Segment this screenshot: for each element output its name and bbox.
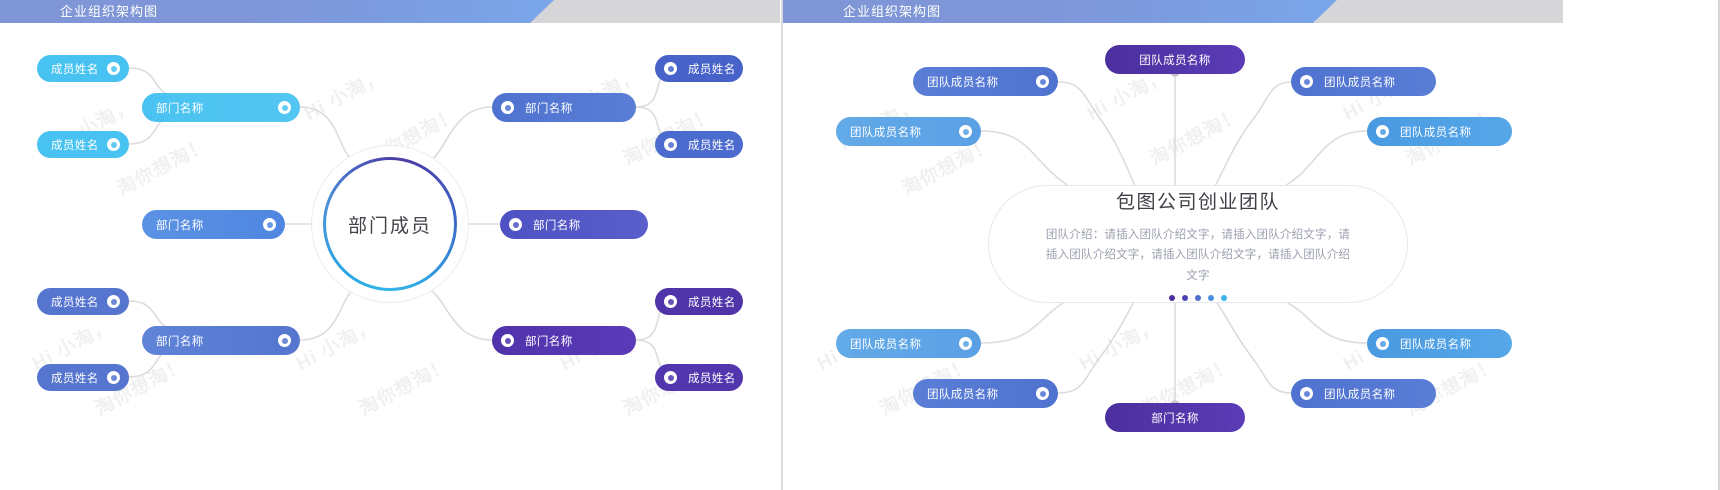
- node-team-member[interactable]: 团队成员名称: [1367, 329, 1512, 358]
- team-card-title: 包图公司创业团队: [1115, 192, 1280, 214]
- slide-right-header: 企业组织架构图: [783, 0, 1563, 23]
- node-member[interactable]: 成员姓名: [655, 364, 743, 391]
- node-status-icon: [1036, 75, 1049, 88]
- center-hub-label: 部门成员: [326, 160, 454, 288]
- team-info-card: 包图公司创业团队 团队介绍：请插入团队介绍文字，请插入团队介绍文字，请插入团队介…: [988, 185, 1408, 303]
- slide-left: 企业组织架构图 Hi 小淘， 淘你想淘！ Hi 小淘， 淘你想淘！ Hi 小淘，…: [0, 0, 780, 490]
- node-label: 部门名称: [525, 102, 573, 115]
- node-status-icon: [1376, 337, 1389, 350]
- carousel-dot[interactable]: [1169, 294, 1175, 301]
- node-status-icon: [664, 295, 677, 308]
- right-edge-strip: [1718, 0, 1720, 490]
- carousel-dot[interactable]: [1221, 294, 1227, 301]
- node-member[interactable]: 成员姓名: [37, 131, 129, 158]
- node-label: 团队成员名称: [850, 338, 922, 351]
- node-status-icon: [501, 101, 514, 114]
- node-label: 成员姓名: [51, 63, 99, 76]
- carousel-dot[interactable]: [1208, 294, 1214, 301]
- carousel-dot[interactable]: [1182, 294, 1188, 301]
- node-status-icon: [959, 125, 972, 138]
- carousel-dots[interactable]: [1169, 294, 1227, 301]
- header-gradient-band: [783, 0, 1337, 23]
- node-status-icon: [501, 334, 514, 347]
- node-status-icon: [278, 101, 291, 114]
- node-label: 部门名称: [156, 102, 204, 115]
- node-label: 团队成员名称: [927, 388, 999, 401]
- node-department[interactable]: 部门名称: [492, 93, 636, 122]
- node-label: 成员姓名: [51, 372, 99, 385]
- page-title-right: 企业组织架构图: [843, 4, 942, 19]
- node-status-icon: [107, 62, 120, 75]
- slide-right: 企业组织架构图 Hi 小淘， 淘你想淘！ Hi 小淘， 淘你想淘！ Hi 小淘，…: [783, 0, 1563, 490]
- node-status-icon: [263, 218, 276, 231]
- node-label: 部门名称: [525, 335, 573, 348]
- node-team-member[interactable]: 团队成员名称: [913, 67, 1058, 96]
- node-status-icon: [1036, 387, 1049, 400]
- node-label: 部门名称: [156, 219, 204, 232]
- node-team-member[interactable]: 团队成员名称: [836, 329, 981, 358]
- center-hub-left: 部门成员: [323, 157, 457, 291]
- node-label: 团队成员名称: [1400, 338, 1472, 351]
- node-status-icon: [959, 337, 972, 350]
- node-member[interactable]: 成员姓名: [655, 55, 743, 82]
- node-department[interactable]: 部门名称: [142, 210, 285, 239]
- node-status-icon: [664, 138, 677, 151]
- node-team-member-top[interactable]: 团队成员名称: [1105, 45, 1245, 74]
- node-member[interactable]: 成员姓名: [37, 288, 129, 315]
- slide-left-header: 企业组织架构图: [0, 0, 780, 23]
- node-label: 成员姓名: [688, 296, 736, 309]
- node-label: 成员姓名: [51, 296, 99, 309]
- node-label: 团队成员名称: [1400, 126, 1472, 139]
- node-member[interactable]: 成员姓名: [655, 131, 743, 158]
- node-label: 团队成员名称: [1324, 76, 1396, 89]
- node-team-member[interactable]: 团队成员名称: [1291, 379, 1436, 408]
- node-status-icon: [1376, 125, 1389, 138]
- node-label: 团队成员名称: [927, 76, 999, 89]
- node-team-member[interactable]: 团队成员名称: [1367, 117, 1512, 146]
- node-department[interactable]: 部门名称: [142, 326, 300, 355]
- node-status-icon: [1300, 387, 1313, 400]
- node-team-member[interactable]: 团队成员名称: [913, 379, 1058, 408]
- node-status-icon: [107, 138, 120, 151]
- node-status-icon: [1300, 75, 1313, 88]
- page-title-left: 企业组织架构图: [60, 4, 159, 19]
- slide-divider: [781, 0, 783, 490]
- node-department[interactable]: 部门名称: [142, 93, 300, 122]
- node-label: 成员姓名: [51, 139, 99, 152]
- node-label: 团队成员名称: [1324, 388, 1396, 401]
- node-department[interactable]: 部门名称: [492, 326, 636, 355]
- node-label: 成员姓名: [688, 63, 736, 76]
- team-card-description: 团队介绍：请插入团队介绍文字，请插入团队介绍文字，请插入团队介绍文字，请插入团队…: [1045, 229, 1351, 282]
- node-status-icon: [664, 371, 677, 384]
- node-label: 部门名称: [1151, 412, 1199, 425]
- node-label: 部门名称: [156, 335, 204, 348]
- node-status-icon: [107, 295, 120, 308]
- carousel-dot[interactable]: [1195, 294, 1201, 301]
- node-status-icon: [664, 62, 677, 75]
- node-label: 成员姓名: [688, 139, 736, 152]
- node-label: 部门名称: [533, 219, 581, 232]
- node-department-bottom[interactable]: 部门名称: [1105, 403, 1245, 432]
- node-department[interactable]: 部门名称: [500, 210, 648, 239]
- node-team-member[interactable]: 团队成员名称: [1291, 67, 1436, 96]
- node-status-icon: [509, 218, 522, 231]
- node-member[interactable]: 成员姓名: [37, 55, 129, 82]
- node-label: 成员姓名: [688, 372, 736, 385]
- node-status-icon: [278, 334, 291, 347]
- header-gradient-band: [0, 0, 554, 23]
- node-member[interactable]: 成员姓名: [37, 364, 129, 391]
- node-status-icon: [107, 371, 120, 384]
- node-member[interactable]: 成员姓名: [655, 288, 743, 315]
- node-team-member[interactable]: 团队成员名称: [836, 117, 981, 146]
- node-label: 团队成员名称: [850, 126, 922, 139]
- node-label: 团队成员名称: [1139, 54, 1211, 67]
